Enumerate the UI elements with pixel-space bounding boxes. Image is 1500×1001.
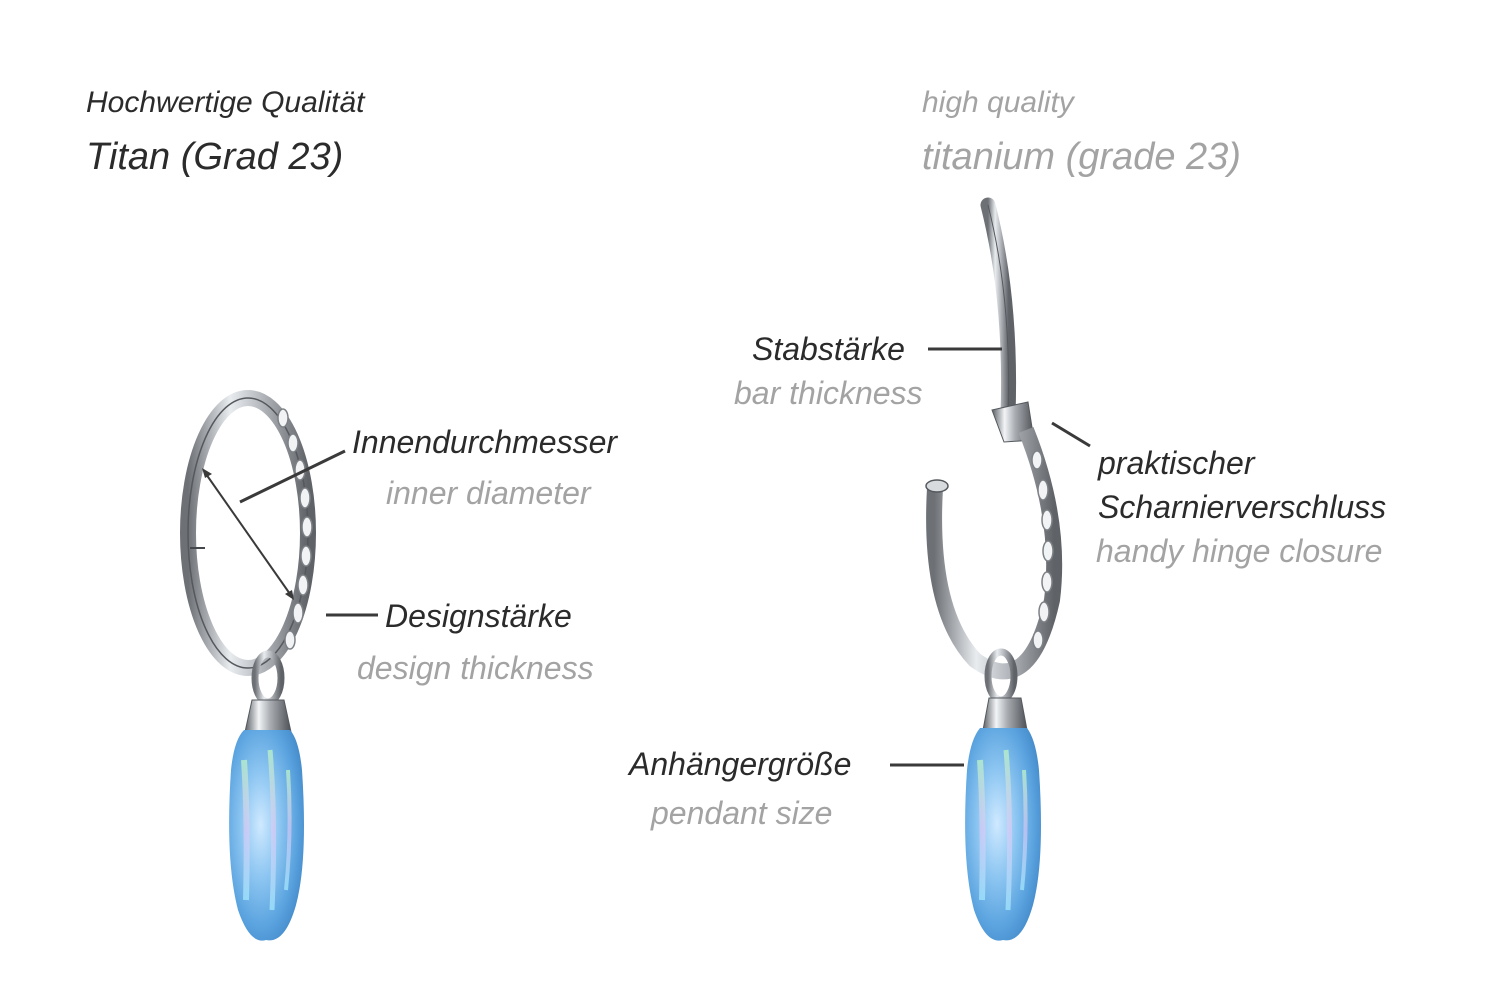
label-bar-thickness-en: bar thickness bbox=[734, 375, 923, 411]
left-earring bbox=[180, 390, 316, 941]
label-inner-diameter-en: inner diameter bbox=[386, 475, 591, 511]
label-bar-thickness-de: Stabstärke bbox=[752, 331, 905, 367]
header-en-quality: high quality bbox=[922, 86, 1074, 119]
label-hinge-de-line1: praktischer bbox=[1098, 445, 1255, 481]
right-pendant-cap bbox=[982, 697, 1028, 731]
left-pendant-cap bbox=[244, 699, 292, 733]
header-de-quality: Hochwertige Qualität bbox=[86, 86, 365, 119]
label-hinge-en: handy hinge closure bbox=[1096, 533, 1383, 569]
label-pendant-size-en: pendant size bbox=[651, 795, 833, 831]
left-ring-stones bbox=[277, 408, 313, 650]
right-ring-stones bbox=[1031, 450, 1054, 650]
leader-lines bbox=[239, 347, 1091, 767]
label-hinge-de-line2: Scharnierverschluss bbox=[1098, 489, 1387, 525]
inner-diameter-arrow bbox=[205, 473, 291, 595]
leader-hinge bbox=[1051, 421, 1091, 448]
label-pendant-size-de: Anhängergröße bbox=[629, 746, 852, 782]
label-inner-diameter-de: Innendurchmesser bbox=[352, 424, 618, 460]
right-opal-drop bbox=[965, 728, 1041, 941]
leader-inner-diameter bbox=[239, 449, 346, 504]
left-opal-drop bbox=[229, 730, 304, 941]
right-earring bbox=[925, 197, 1063, 941]
header-en-material: titanium (grade 23) bbox=[922, 136, 1241, 178]
header-de-material: Titan (Grad 23) bbox=[86, 136, 344, 178]
label-design-thickness-en: design thickness bbox=[357, 650, 594, 686]
label-design-thickness-de: Designstärke bbox=[385, 598, 572, 634]
